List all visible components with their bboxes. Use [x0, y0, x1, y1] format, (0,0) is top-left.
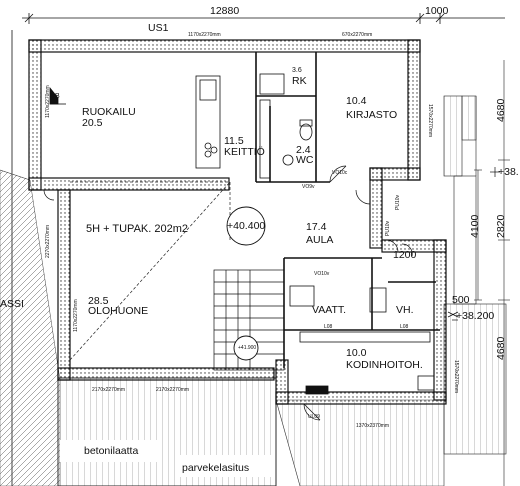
- right-exterior-stairs: [443, 60, 510, 486]
- window-tag-side-e: 1170x2270mm: [73, 299, 79, 332]
- room-wc-area: 2.4: [296, 144, 311, 156]
- room-ruokailu-area: 20.5: [82, 117, 103, 129]
- window-tag-bottom-c: 1370x2370mm: [356, 423, 390, 429]
- door-tag-vo10v: VO10v: [314, 271, 330, 277]
- room-wc-name: WC: [296, 154, 314, 166]
- room-rk-name: RK: [292, 75, 307, 87]
- door-tag-vo9v: VO9v: [302, 184, 315, 190]
- room-rk-area: 3.6: [292, 67, 302, 74]
- dim-small-500: 500: [452, 294, 470, 306]
- room-vaatt-name: VAATT.: [312, 304, 347, 316]
- kitchen-fixtures: [195, 73, 285, 179]
- room-kodinhoitoh-name: KODINHOITOH.: [346, 359, 423, 371]
- window-tag-side-c: 1170x2270mm: [45, 85, 51, 118]
- window-tag-side-a: 1570x2270mm: [427, 104, 433, 138]
- window-tag-bottom-b: 2170x2270mm: [156, 387, 190, 393]
- dim-right-upper: 4680: [495, 98, 507, 122]
- dim-top-total: 12880: [210, 5, 240, 17]
- room-olohuone-area: 28.5: [88, 295, 109, 307]
- door-tag-l08-right: L08: [400, 324, 409, 330]
- label-us1: US1: [148, 22, 169, 34]
- left-terrace: [0, 169, 61, 486]
- window-tag-bottom-a: 2170x2270mm: [92, 387, 126, 393]
- room-aula-name: AULA: [306, 234, 334, 246]
- door-tag-vo10c: VO10c: [332, 170, 348, 176]
- door-swings: [43, 165, 413, 421]
- room-olohuone-name: OLOHUONE: [88, 305, 149, 317]
- utility-fixtures: [289, 285, 435, 395]
- elevation-markers: [226, 206, 266, 361]
- room-aula-area: 17.4: [306, 221, 327, 233]
- dim-aula-depth: 4100: [469, 214, 481, 238]
- room-keittio-area: 11.5: [224, 135, 244, 147]
- window-tag-top-a: 1170x2270mm: [188, 32, 221, 38]
- elevation-right-lower: +38.200: [456, 310, 495, 322]
- dim-top-right: 1000: [425, 5, 449, 17]
- label-parvekelasitus: parvekelasitus: [182, 462, 250, 474]
- door-tag-pu10-1: PU10v: [385, 220, 391, 236]
- window-tag-side-d: 1570x2270mm: [453, 360, 459, 394]
- room-kirjasto-name: KIRJASTO: [346, 109, 398, 121]
- room-kodinhoitoh-area: 10.0: [346, 347, 367, 359]
- dim-small-1200: 1200: [393, 249, 417, 261]
- label-betonilaatta: betonilaatta: [84, 445, 139, 457]
- label-section-b: B: [55, 93, 60, 100]
- section-mark: [49, 86, 66, 105]
- dim-right-mid: 2820: [495, 214, 507, 238]
- plan-title: 5H + TUPAK. 202m2: [86, 223, 189, 235]
- room-vh-name: VH.: [396, 304, 414, 316]
- door-tag-ul09: UL09: [308, 414, 320, 420]
- window-tag-top-b: 670x2270mm: [342, 32, 373, 38]
- elevation-right-upper: +38.: [498, 166, 519, 178]
- exterior-walls: [28, 39, 447, 405]
- room-kirjasto-area: 10.4: [346, 95, 367, 107]
- label-assi: ASSI: [0, 298, 24, 310]
- right-ticks: [447, 167, 500, 321]
- dim-right-lower: 4680: [495, 336, 507, 360]
- room-keittio-name: KEITTIÖ: [224, 146, 265, 158]
- bottom-terrace: [57, 377, 277, 486]
- room-ruokailu-name: RUOKAILU: [82, 106, 136, 118]
- elevation-main-floor: +40.400: [227, 220, 266, 232]
- projection-lines: [69, 181, 231, 361]
- door-tag-pu10-2: PU10v: [395, 194, 401, 210]
- elevation-sauna: +41.900: [238, 345, 257, 351]
- window-tag-side-b: 2270x2270mm: [45, 224, 51, 258]
- lower-right-deck: [275, 399, 445, 486]
- wc-fixtures: [282, 119, 313, 166]
- door-tag-l08-left: L08: [324, 324, 333, 330]
